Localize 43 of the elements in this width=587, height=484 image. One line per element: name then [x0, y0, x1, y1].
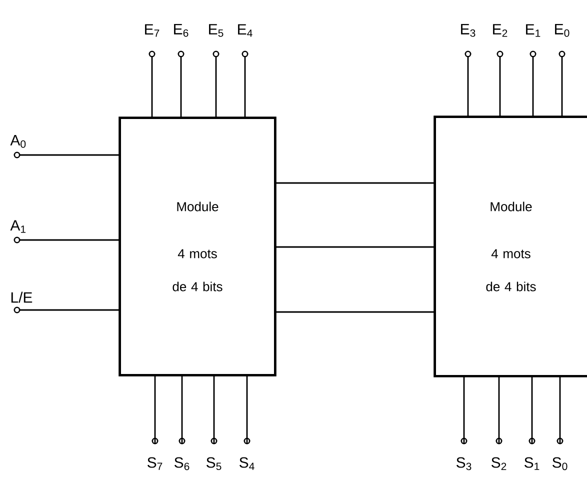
- pin-line: [244, 56, 246, 118]
- pin-line: [246, 375, 248, 444]
- pin-label: S$_{2}$: [492, 457, 506, 470]
- pin-label: A$_{0}$: [10, 135, 26, 148]
- pin-label: E$_{3}$: [461, 24, 476, 37]
- pin-label: S$_{5}$: [206, 457, 222, 470]
- pin-label: S$_{0}$: [552, 457, 568, 470]
- connecting-line: [275, 311, 435, 313]
- pin-line: [20, 239, 120, 241]
- pin-label: S$_{4}$: [240, 457, 254, 470]
- pin-label: E$_{2}$: [493, 24, 508, 37]
- pin-line: [467, 56, 469, 117]
- connecting-line: [275, 246, 435, 248]
- pin-line: [215, 56, 217, 118]
- pin-label: E$_{5}$: [209, 24, 224, 37]
- pin-line: [498, 376, 500, 444]
- pin-line: [180, 56, 182, 118]
- pin-line: [181, 375, 183, 444]
- pin-line: [532, 56, 534, 117]
- pin-label: E$_{1}$: [526, 24, 540, 37]
- module-box: Module 4 mots de 4 bits: [118, 116, 276, 376]
- pin-label: S$_{1}$: [524, 457, 540, 470]
- pin-line: [531, 376, 533, 444]
- pin-line: [561, 56, 563, 117]
- pin-line: [20, 309, 120, 311]
- pin-label: E$_{0}$: [555, 24, 570, 37]
- pin-label: E$_{7}$: [145, 24, 160, 37]
- pin-label: A$_{1}$: [10, 220, 26, 233]
- pin-label: S$_{7}$: [148, 457, 162, 470]
- pin-line: [499, 56, 501, 117]
- pin-label: E$_{6}$: [174, 24, 188, 37]
- pin-label: S$_{3}$: [456, 457, 472, 470]
- pin-line: [463, 376, 465, 444]
- pin-line: [154, 375, 156, 444]
- pin-line: [213, 375, 215, 444]
- pin-label: E$_{4}$: [238, 24, 252, 37]
- pin-line: [559, 376, 561, 444]
- pin-line: [20, 154, 120, 156]
- pin-line: [151, 56, 153, 118]
- module-box: Module 4 mots de 4 bits: [434, 116, 587, 378]
- pin-label: L/E: [11, 292, 32, 303]
- pin-label: S$_{6}$: [174, 457, 190, 470]
- connecting-line: [275, 182, 435, 184]
